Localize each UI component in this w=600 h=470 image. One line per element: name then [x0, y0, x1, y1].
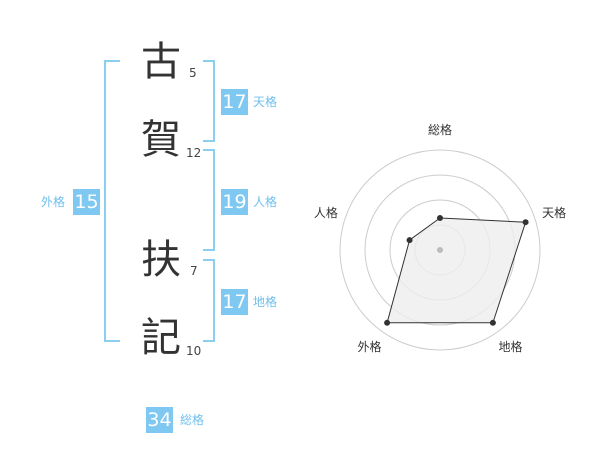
chikaku-label: 地格 [253, 295, 278, 309]
stroke-count-3: 7 [190, 264, 198, 278]
radar-axis-label-1: 総格 [428, 122, 452, 137]
soukaku-label: 総格 [180, 413, 205, 427]
radar-center-dot [437, 247, 443, 253]
name-char-2: 賀 [141, 117, 181, 163]
chikaku-score: 17 [221, 289, 248, 315]
radar-point-4 [384, 319, 391, 326]
radar-ring-4 [339, 149, 541, 351]
radar-point-1 [437, 215, 443, 221]
jinkaku-bracket [203, 149, 215, 251]
soukaku-score: 34 [146, 407, 173, 433]
name-char-3: 扶 [141, 237, 181, 283]
radar-point-5 [406, 237, 413, 244]
radar-points [384, 215, 529, 326]
radar-axis-label-2: 天格 [542, 205, 566, 220]
gaikaku-score: 15 [73, 189, 100, 215]
name-char-1: 古 [141, 39, 181, 85]
stroke-count-2: 12 [186, 146, 202, 160]
gaikaku-bracket [104, 60, 120, 342]
jinkaku-label: 人格 [253, 195, 278, 209]
tenkaku-bracket [203, 60, 215, 142]
tenkaku-score: 17 [221, 89, 248, 115]
tenkaku-label: 天格 [253, 95, 278, 109]
radar-point-2 [522, 219, 529, 226]
gaikaku-label: 外格 [41, 195, 66, 209]
radar-point-3 [489, 319, 496, 326]
jinkaku-score: 19 [221, 189, 248, 215]
name-char-4: 記 [141, 315, 181, 361]
radar-axis-label-4: 外格 [357, 339, 381, 354]
chikaku-bracket [203, 259, 215, 342]
radar-polygon [386, 217, 527, 324]
stroke-count-4: 10 [186, 344, 202, 358]
radar-axis-label-3: 地格 [499, 339, 523, 354]
stroke-count-1: 5 [189, 66, 197, 80]
radar-axis-label-5: 人格 [314, 205, 338, 220]
